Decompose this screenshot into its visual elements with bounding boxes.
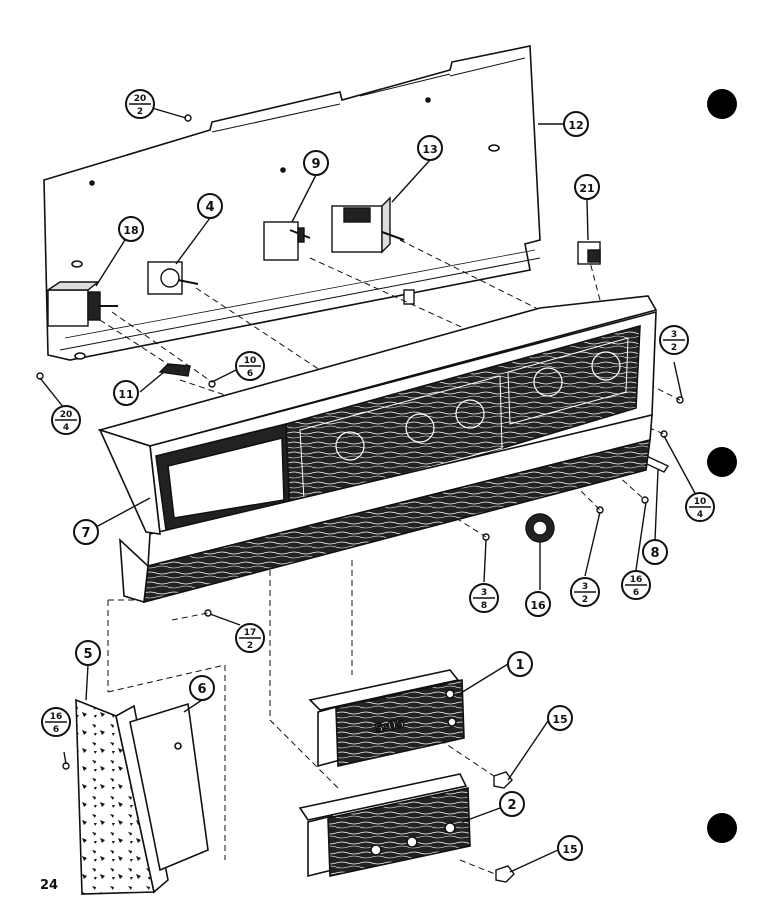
callout-5: 5 bbox=[75, 640, 101, 666]
svg-text:4: 4 bbox=[697, 510, 703, 520]
fraction-callout-20-4: 20 4 bbox=[51, 405, 81, 435]
svg-text:18: 18 bbox=[123, 224, 138, 237]
fraction-callout-16-6-right: 16 6 bbox=[621, 570, 651, 600]
part-15-nut-lower bbox=[495, 865, 515, 883]
svg-text:6: 6 bbox=[197, 682, 206, 697]
fraction-callout-16-6-left: 16 6 bbox=[41, 707, 71, 737]
callout-12: 12 bbox=[563, 111, 589, 137]
svg-text:2: 2 bbox=[582, 595, 588, 605]
part-18-switch bbox=[45, 281, 118, 327]
callout-18: 18 bbox=[118, 216, 144, 242]
svg-text:6: 6 bbox=[247, 369, 253, 379]
callout-15-lower: 15 bbox=[557, 835, 583, 861]
fraction-callout-3-2-lower: 3 2 bbox=[570, 577, 600, 607]
fraction-callout-3-2-upper: 3 2 bbox=[659, 325, 689, 355]
svg-text:20: 20 bbox=[134, 94, 147, 104]
leader-lines bbox=[39, 107, 697, 873]
fraction-callout-20-2: 20 2 bbox=[125, 89, 155, 119]
svg-text:5: 5 bbox=[83, 647, 92, 662]
svg-text:2: 2 bbox=[137, 107, 143, 117]
svg-text:3: 3 bbox=[671, 330, 677, 340]
callout-9: 9 bbox=[303, 150, 329, 176]
binder-hole-top bbox=[707, 89, 737, 119]
svg-text:7: 7 bbox=[81, 526, 90, 541]
svg-text:17: 17 bbox=[244, 628, 257, 638]
callout-6: 6 bbox=[189, 675, 215, 701]
svg-text:20: 20 bbox=[60, 410, 73, 420]
svg-text:11: 11 bbox=[118, 388, 133, 401]
svg-text:2: 2 bbox=[507, 798, 516, 813]
svg-text:1: 1 bbox=[515, 658, 524, 673]
svg-text:3: 3 bbox=[582, 582, 588, 592]
back-panel bbox=[43, 45, 541, 361]
binder-hole-bottom bbox=[707, 813, 737, 843]
svg-text:15: 15 bbox=[552, 713, 567, 726]
part-15-nut-upper bbox=[493, 771, 513, 789]
svg-text:6: 6 bbox=[633, 588, 639, 598]
svg-text:13: 13 bbox=[422, 143, 437, 156]
callout-1: 1 bbox=[507, 651, 533, 677]
callout-21: 21 bbox=[574, 174, 600, 200]
svg-text:12: 12 bbox=[568, 119, 583, 132]
part-2-control-module bbox=[298, 773, 471, 878]
fraction-callout-3-8: 3 8 bbox=[469, 583, 499, 613]
svg-text:15: 15 bbox=[562, 843, 577, 856]
fraction-callout-17-2: 17 2 bbox=[235, 623, 265, 653]
part-6-bracket bbox=[129, 702, 209, 872]
callout-11: 11 bbox=[113, 380, 139, 406]
callout-15-upper: 15 bbox=[547, 705, 573, 731]
binder-hole-middle bbox=[707, 447, 737, 477]
part-9-control bbox=[263, 221, 311, 261]
callout-8: 8 bbox=[642, 539, 668, 565]
svg-text:10: 10 bbox=[694, 497, 707, 507]
callout-2: 2 bbox=[499, 791, 525, 817]
svg-text:2: 2 bbox=[671, 343, 677, 353]
svg-text:6: 6 bbox=[53, 725, 59, 735]
control-panel bbox=[97, 295, 658, 604]
callout-13: 13 bbox=[417, 135, 443, 161]
svg-text:4: 4 bbox=[205, 200, 214, 215]
part-21-clip bbox=[577, 241, 601, 265]
svg-text:16: 16 bbox=[630, 575, 643, 585]
callout-4: 4 bbox=[197, 193, 223, 219]
part-1-timer-module: 5:05 bbox=[308, 669, 465, 768]
svg-text:9: 9 bbox=[311, 157, 320, 172]
fraction-callout-10-6: 10 6 bbox=[235, 351, 265, 381]
svg-text:2: 2 bbox=[247, 641, 253, 651]
svg-text:4: 4 bbox=[63, 423, 69, 433]
callout-7: 7 bbox=[73, 519, 99, 545]
small-clip bbox=[403, 289, 415, 305]
svg-text:8: 8 bbox=[481, 601, 487, 611]
part-16-knob bbox=[525, 513, 555, 543]
svg-text:3: 3 bbox=[481, 588, 487, 598]
page-number: 24 bbox=[40, 878, 59, 893]
svg-text:16: 16 bbox=[530, 599, 546, 612]
svg-text:8: 8 bbox=[650, 546, 659, 561]
svg-text:10: 10 bbox=[244, 356, 257, 366]
svg-text:21: 21 bbox=[579, 182, 594, 195]
svg-text:16: 16 bbox=[50, 712, 63, 722]
fraction-callout-10-4: 10 4 bbox=[685, 492, 715, 522]
part-4-control bbox=[147, 261, 199, 295]
callout-16: 16 bbox=[525, 591, 551, 617]
part-11-bracket bbox=[158, 363, 191, 377]
part-13-timer bbox=[331, 196, 405, 254]
